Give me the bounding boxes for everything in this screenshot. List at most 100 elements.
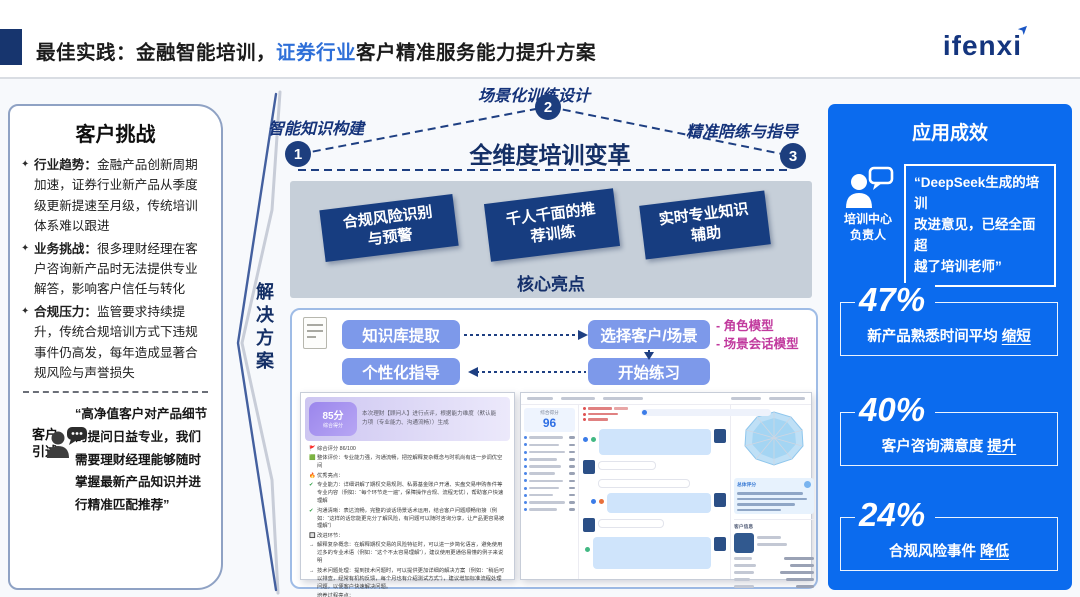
diagram-label-1: 智能知识构建	[268, 121, 365, 138]
customer-challenges-panel: 客户挑战 ✦行业趋势：金融产品创新周期加速，证券行业新产品从季度级更新提速至月级…	[8, 104, 223, 590]
chat-avatar	[714, 537, 726, 551]
diagram-node-3: 3	[780, 143, 806, 169]
report-line: 🚩综合评分 86/100	[309, 446, 356, 452]
report-line: ✔沟通清晰：表达流畅，完整的谈话场景话术运用，结合客户问题顺畅衔接（例如：“这样…	[309, 507, 505, 530]
stat-label-2: 客户咨询满意度 提升	[881, 439, 1017, 455]
chat-bubble	[598, 479, 690, 488]
stat-box-1: 47% 新产品熟悉时间平均 缩短	[840, 283, 1058, 356]
diamond-bullet-icon: ✦	[21, 242, 30, 254]
chat-bubble	[593, 537, 711, 569]
ability-row	[524, 443, 575, 447]
ability-row	[524, 457, 575, 461]
stat-value-1: 47%	[855, 283, 936, 316]
quote-text: “高净值客户对产品细节的提问日益专业，我们需要理财经理能够随时掌握最新产品知识并…	[75, 407, 208, 512]
ability-row	[524, 436, 575, 440]
challenge-item: ✦业务挑战：很多理财经理在客户咨询新产品时无法提供专业解答，影响客户信任与转化	[21, 239, 210, 300]
ability-list	[524, 436, 575, 512]
chat-avatar	[714, 493, 726, 507]
diagram-center-title: 全维度培训变革	[469, 142, 631, 168]
report-line: 培养过程亮点：	[317, 592, 355, 597]
solution-bracket	[236, 90, 282, 595]
trainer-speech-icon	[846, 166, 894, 208]
chat-bubble	[598, 519, 664, 528]
chat-row	[583, 493, 726, 513]
stat-label-1: 新产品熟悉时间平均 缩短	[867, 329, 1031, 345]
ability-row	[524, 486, 575, 490]
stat-box-2: 40% 客户咨询满意度 提升	[840, 393, 1058, 466]
chat-row	[583, 537, 726, 569]
chat-score-sidebar: 综合得分 96	[521, 405, 579, 579]
title-accent-block	[0, 29, 22, 65]
diagram-node-1: 1	[285, 141, 311, 167]
stat-value-3: 24%	[855, 498, 936, 531]
flow-step-start-practice: 开始练习	[588, 358, 710, 385]
customer-avatar	[734, 533, 754, 554]
flow-step-select-scene: 选择客户/场景	[588, 320, 710, 349]
session-progress-bar	[641, 409, 771, 416]
challenge-item: ✦行业趋势：金融产品创新周期加速，证券行业新产品从季度级更新提速至月级，传统培训…	[21, 155, 210, 237]
highlights-caption: 核心亮点	[517, 275, 585, 294]
diamond-bullet-icon: ✦	[21, 159, 30, 170]
diagram-label-2: 场景化训练设计	[478, 88, 591, 105]
ability-row	[524, 508, 575, 512]
report-line: →解释复杂概念：在解释期权交易的风险特征时，可以进一步简化语言，避免使用过多的专…	[309, 542, 504, 565]
report-body: 🚩综合评分 86/100🟩整体评价：专业能力强，沟通流畅，把控解释复杂概念与时机…	[305, 441, 510, 597]
chat-row	[583, 460, 726, 474]
report-line: 🔲改进环节：	[309, 532, 344, 539]
stat-value-2: 40%	[855, 393, 936, 426]
flow-step-personal-guide: 个性化指导	[342, 358, 460, 385]
ability-row	[524, 493, 575, 497]
page-title: 最佳实践：金融智能培训，证券行业客户精准服务能力提升方案	[36, 42, 597, 64]
flow-arrows	[464, 330, 654, 377]
overall-review-card: 总体评分	[734, 478, 814, 515]
ability-row	[524, 472, 575, 476]
diamond-bullet-icon: ✦	[21, 305, 30, 317]
customer-info-title: 客户信息	[734, 519, 814, 530]
flow-step-knowledge: 知识库提取	[342, 320, 460, 349]
chat-row	[583, 518, 726, 532]
sparkle-icon	[804, 481, 811, 488]
chat-avatar	[583, 460, 595, 474]
chat-training-screenshot: 综合得分 96	[520, 392, 814, 589]
chat-avatar	[714, 429, 726, 443]
header: 最佳实践：金融智能培训，证券行业客户精准服务能力提升方案 ifenxi➤	[0, 0, 1080, 79]
ability-row	[524, 450, 575, 454]
stat-box-3: 24% 合规风险事件 降低	[840, 498, 1058, 571]
chat-bubble	[599, 429, 711, 455]
challenge-item: ✦合规压力：监管要求持续提升，传统合规培训方式下违规事件仍高发，每年造成显著合规…	[21, 302, 210, 384]
report-header-text: 本次理财【顾问人】进行点评，根据能力维度（默认能力项（专业能力、沟通流畅））生成	[362, 411, 497, 426]
solution-side-label: 解决方案	[254, 282, 274, 374]
ifenxi-logo: ifenxi➤	[942, 19, 1034, 61]
radar-chart	[744, 411, 804, 466]
chat-bubble	[607, 493, 711, 513]
chat-bubble	[598, 461, 656, 470]
report-line: →技术问题处理：提到技术问题时，可以提供更加详细的解决方案（例如：“稍后可以排查…	[309, 567, 505, 590]
report-score-badge: 85分 综合得分	[309, 402, 357, 436]
ability-row	[524, 464, 575, 468]
chat-analysis-column: 总体评分 客户信息	[730, 405, 817, 589]
dashed-divider	[23, 391, 208, 394]
training-report-screenshot: 85分 综合得分 本次理财【顾问人】进行点评，根据能力维度（默认能力项（专业能力…	[300, 392, 515, 597]
chat-row	[583, 479, 726, 488]
report-header: 85分 综合得分 本次理财【顾问人】进行点评，根据能力维度（默认能力项（专业能力…	[305, 397, 510, 441]
customer-quote-block: 客户 引述 “高净值客户对产品细节的提问日益专业，我们需要理财经理能够随时掌握最…	[21, 399, 210, 516]
results-panel: 应用成效 培训中心 负责人 “DeepSeek生成的培训 改进意见，已经全面超 …	[828, 104, 1072, 590]
chat-row	[583, 429, 726, 455]
diagram-label-3: 精准陪练与指导	[686, 124, 799, 141]
results-quote: “DeepSeek生成的培训 改进意见，已经全面超 越了培训老师”	[904, 164, 1056, 287]
challenges-title: 客户挑战	[75, 124, 156, 146]
chat-avatar	[583, 518, 595, 532]
chat-message-area	[579, 405, 771, 579]
document-icon	[303, 317, 327, 349]
triangle-dashed-lines	[298, 106, 793, 171]
ability-row	[524, 500, 575, 504]
report-line: 🔥优秀亮点：	[309, 472, 344, 479]
results-title: 应用成效	[911, 123, 988, 144]
person-speech-icon	[47, 427, 87, 459]
stat-label-3: 合规风险事件 降低	[888, 544, 1010, 560]
diagram-node-2: 2	[535, 94, 561, 120]
flow-model-notes: - 角色模型 - 场景会话模型	[716, 319, 799, 352]
title-highlight: 证券行业	[276, 42, 357, 64]
chat-legend	[583, 407, 628, 424]
